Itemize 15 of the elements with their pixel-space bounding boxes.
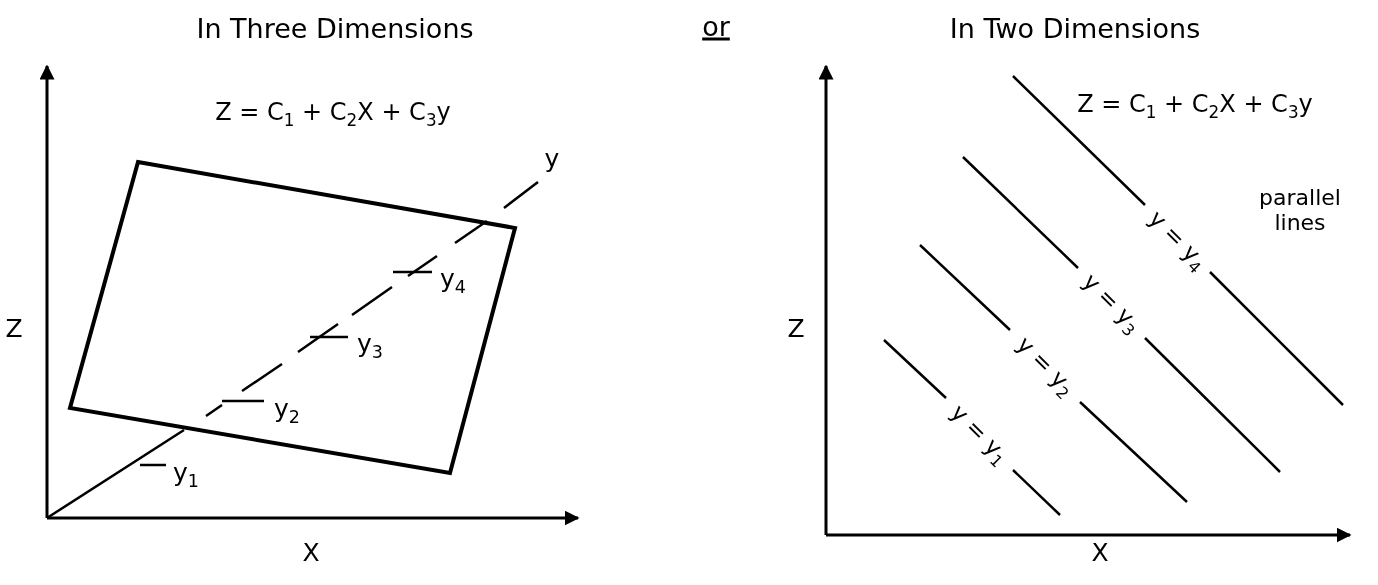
- connective-word: or: [702, 12, 730, 40]
- axis-label: y: [544, 145, 560, 171]
- tick-label: y$_{4}$: [440, 265, 466, 291]
- tick-label: y$_{3}$: [357, 330, 383, 356]
- equation: Z = C$_{1}$ + C$_{2}$X + C$_{3}$y: [215, 100, 451, 124]
- panel-heading: In Two Dimensions: [949, 14, 1201, 42]
- tick-label: y$_{2}$: [274, 395, 300, 421]
- axis-label: X: [302, 539, 320, 565]
- axis-label: Z: [5, 315, 23, 341]
- tick-label: y$_{1}$: [173, 459, 199, 485]
- equation: Z = C$_{1}$ + C$_{2}$X + C$_{3}$y: [1077, 92, 1313, 116]
- axis-label: Z: [787, 315, 805, 341]
- axis-label: X: [1091, 539, 1109, 565]
- panel-heading: In Three Dimensions: [196, 14, 474, 42]
- annotation: parallel lines: [1258, 184, 1342, 236]
